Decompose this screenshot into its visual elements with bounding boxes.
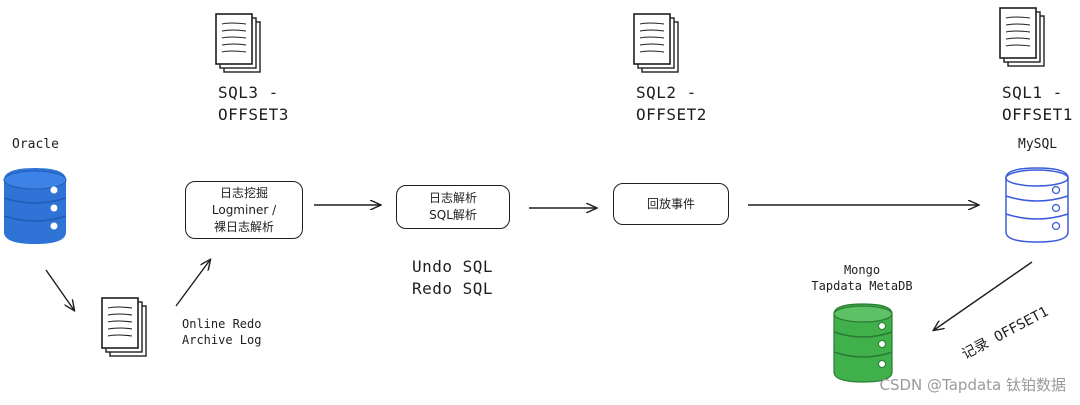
undo-redo-label: Undo SQL Redo SQL xyxy=(412,256,493,300)
mongo-label: Mongo Tapdata MetaDB xyxy=(800,262,924,294)
logmining-line2: Logminer / xyxy=(211,202,277,217)
logparse-box: 日志解析 SQL解析 xyxy=(396,185,510,229)
oracle-label: Oracle xyxy=(12,137,59,152)
archive-log-text: Archive Log xyxy=(182,333,262,347)
sql2-line2: OFFSET2 xyxy=(636,105,707,124)
sql1-line2: OFFSET1 xyxy=(1002,105,1073,124)
oracle-database-icon xyxy=(3,168,67,244)
arrow-redo-log-to-logmining xyxy=(175,260,210,307)
replay-box: 回放事件 xyxy=(613,183,729,225)
sql3-line2: OFFSET3 xyxy=(218,105,289,124)
logparse-line2: SQL解析 xyxy=(429,208,477,222)
arrow-oracle-to-redo-log xyxy=(45,269,74,310)
redo-sql-text: Redo SQL xyxy=(412,279,494,298)
sql3-line1: SQL3 - xyxy=(218,83,279,102)
logparse-line1: 日志解析 xyxy=(428,191,477,205)
mysql-database-icon xyxy=(1005,167,1069,243)
sql2-title: SQL2 - OFFSET2 xyxy=(636,82,707,126)
document-icon-sql2 xyxy=(633,13,679,73)
tapdata-metadb-text: Tapdata MetaDB xyxy=(811,279,913,293)
document-icon-redo-log xyxy=(101,297,147,357)
online-redo-text: Online Redo xyxy=(182,317,262,331)
online-redo-label: Online Redo Archive Log xyxy=(182,316,261,348)
arrow-mysql-to-mongo xyxy=(934,261,1033,330)
sql3-title: SQL3 - OFFSET3 xyxy=(218,82,289,126)
replay-line1: 回放事件 xyxy=(646,196,695,211)
document-icon-sql1 xyxy=(999,7,1045,67)
mysql-label: MySQL xyxy=(1018,137,1058,152)
document-icon-sql3 xyxy=(215,13,261,73)
logmining-box: 日志挖掘 Logminer / 裸日志解析 xyxy=(185,181,303,239)
mongo-database-icon xyxy=(833,303,893,383)
watermark: CSDN @Tapdata 钛铂数据 xyxy=(879,376,1066,394)
logmining-line1: 日志挖掘 xyxy=(219,185,268,200)
mongo-text: Mongo xyxy=(843,263,881,277)
sql2-line1: SQL2 - xyxy=(636,83,697,102)
sql1-title: SQL1 - OFFSET1 xyxy=(1002,82,1073,126)
undo-sql-text: Undo SQL xyxy=(412,257,494,276)
sql1-line1: SQL1 - xyxy=(1002,83,1063,102)
logmining-line3: 裸日志解析 xyxy=(213,219,274,234)
